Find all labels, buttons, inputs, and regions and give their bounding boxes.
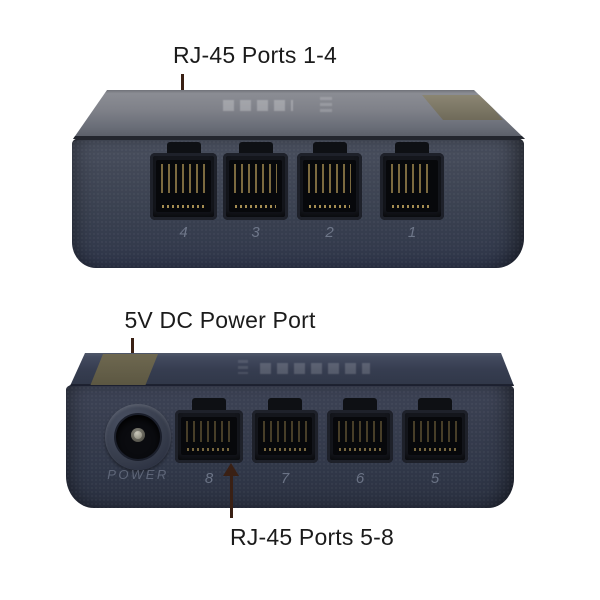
port-number: 7 — [280, 470, 290, 487]
port-shell — [252, 410, 318, 463]
port-pins — [337, 421, 383, 443]
port-number: 2 — [325, 224, 334, 241]
port-shell — [297, 153, 362, 220]
port-clip-tab — [192, 398, 226, 412]
port-number: 1 — [407, 224, 417, 241]
port-clip-tab — [343, 398, 377, 412]
port-clip-tab — [238, 142, 273, 156]
port-pins — [262, 421, 308, 443]
port-cavity — [229, 160, 282, 212]
port-shell — [175, 410, 243, 463]
callout-ports-1-4: RJ-45 Ports 1-4 — [172, 42, 338, 68]
port-row-1-4: 4 3 2 1 — [70, 86, 528, 272]
port-pin-row — [162, 205, 205, 208]
device-top-face — [73, 90, 525, 139]
device-top-face — [70, 353, 514, 386]
arrow-shaft — [229, 475, 233, 518]
port-cavity — [156, 160, 211, 212]
arrow-head-up-icon — [223, 463, 239, 476]
rj45-port-3: 3 — [223, 142, 288, 246]
power-port-label: POWER — [107, 467, 169, 482]
port-cavity — [333, 417, 387, 455]
port-clip-tab — [312, 142, 347, 156]
power-jack-pin — [131, 428, 145, 443]
port-clip-tab — [268, 398, 302, 412]
callout-ports-5-8: RJ-45 Ports 5-8 — [229, 524, 395, 550]
brand-mark — [238, 360, 248, 374]
rj45-port-6: 6 — [327, 398, 393, 498]
brand-logo-embossed — [223, 100, 293, 111]
port-pins — [160, 164, 207, 194]
port-number: 6 — [355, 470, 365, 487]
rj45-port-2: 2 — [297, 142, 362, 246]
port-pin-row — [338, 448, 382, 451]
port-clip-tab — [395, 142, 429, 156]
port-clip-tab — [166, 142, 201, 156]
port-pin-row — [263, 448, 307, 451]
port-number: 4 — [179, 224, 188, 241]
port-cavity — [303, 160, 356, 212]
port-pin-row — [234, 205, 277, 208]
callout-power-port: 5V DC Power Port — [124, 307, 316, 333]
rj45-port-4: 4 — [150, 142, 217, 246]
port-shell — [327, 410, 393, 463]
switch-rear-view: 4 3 2 1 — [70, 86, 528, 272]
port-pins — [186, 421, 232, 443]
port-row-5-8: 8 7 6 5 — [66, 350, 518, 508]
port-pin-row — [391, 205, 433, 208]
port-clip-tab — [418, 398, 452, 412]
port-shell — [380, 153, 444, 220]
power-jack-hole — [116, 415, 160, 459]
rj45-port-8: 8 — [175, 398, 243, 498]
port-cavity — [386, 160, 438, 212]
dc-power-jack — [105, 404, 171, 470]
port-shell — [402, 410, 468, 463]
port-number: 8 — [204, 470, 214, 487]
port-pins — [233, 164, 278, 194]
arrow-to-port-8 — [223, 463, 239, 518]
switch-front-view: POWER 8 7 6 5 — [66, 350, 518, 508]
rj45-port-7: 7 — [252, 398, 318, 498]
port-number: 5 — [430, 470, 440, 487]
port-shell — [150, 153, 217, 220]
port-shell — [223, 153, 288, 220]
port-cavity — [408, 417, 462, 455]
port-pin-row — [413, 448, 457, 451]
rj45-port-5: 5 — [402, 398, 468, 498]
port-pins — [390, 164, 434, 194]
rj45-port-1: 1 — [380, 142, 444, 246]
port-pin-row — [308, 205, 351, 208]
brand-logo-embossed — [260, 363, 370, 374]
port-cavity — [258, 417, 312, 455]
port-pins — [412, 421, 458, 443]
port-number: 3 — [251, 224, 260, 241]
port-pins — [307, 164, 352, 194]
port-pin-row — [187, 448, 231, 451]
port-cavity — [181, 417, 237, 455]
brand-mark — [320, 97, 332, 112]
